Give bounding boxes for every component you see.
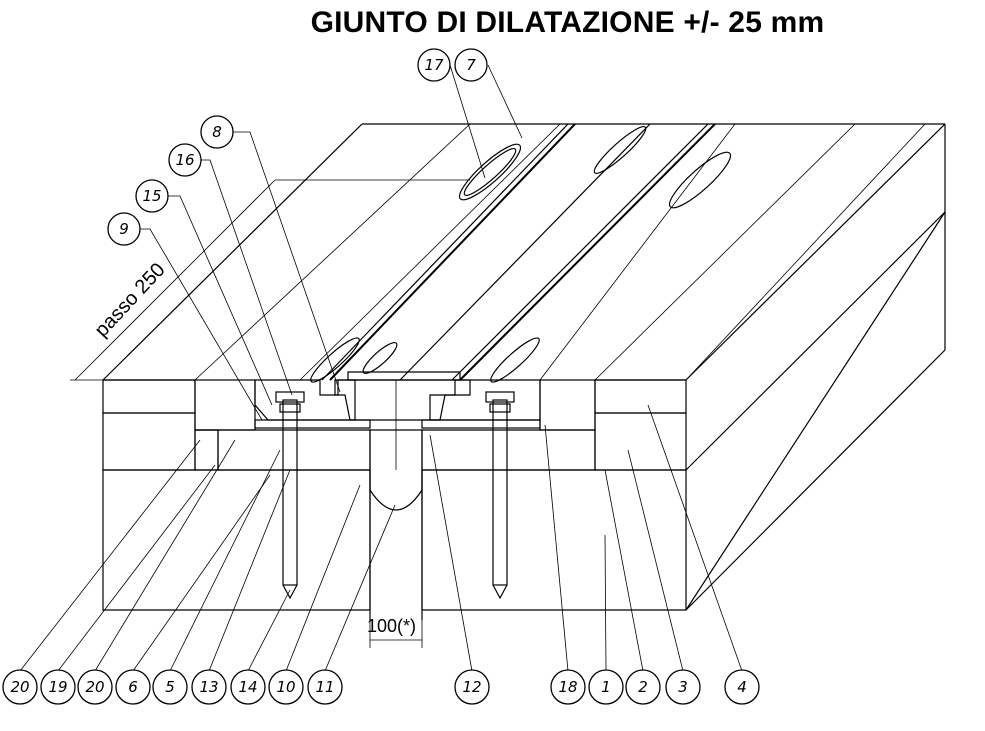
svg-text:14: 14 bbox=[238, 678, 257, 696]
svg-text:8: 8 bbox=[212, 123, 222, 141]
callout-1: 1 bbox=[588, 669, 624, 705]
gap-dimension: 100(*) bbox=[367, 610, 423, 648]
svg-text:1: 1 bbox=[601, 678, 611, 696]
callout-16: 16 bbox=[168, 143, 202, 177]
callout-13: 13 bbox=[191, 669, 227, 705]
leader-lines bbox=[19, 64, 743, 672]
callout-15: 15 bbox=[135, 179, 169, 213]
svg-text:9: 9 bbox=[119, 220, 129, 238]
callout-11: 11 bbox=[307, 669, 343, 705]
svg-text:15: 15 bbox=[142, 187, 161, 205]
callout-2: 2 bbox=[625, 669, 661, 705]
pitch-label: passo 250 bbox=[91, 259, 170, 342]
svg-text:19: 19 bbox=[48, 678, 67, 696]
svg-text:4: 4 bbox=[737, 678, 747, 696]
svg-text:18: 18 bbox=[558, 678, 577, 696]
svg-text:12: 12 bbox=[462, 678, 481, 696]
callout-9: 9 bbox=[107, 212, 141, 246]
callout-12: 12 bbox=[454, 669, 490, 705]
svg-text:16: 16 bbox=[175, 151, 194, 169]
pitch-dimension: passo 250 bbox=[70, 179, 470, 381]
svg-text:13: 13 bbox=[199, 678, 218, 696]
svg-text:10: 10 bbox=[276, 678, 295, 696]
svg-text:5: 5 bbox=[165, 678, 175, 696]
drawing-title: GIUNTO DI DILATAZIONE +/- 25 mm bbox=[310, 6, 825, 39]
svg-text:2: 2 bbox=[638, 678, 648, 696]
gap-dimension-label: 100(*) bbox=[367, 616, 416, 636]
svg-text:7: 7 bbox=[466, 56, 476, 74]
callout-18: 18 bbox=[550, 669, 586, 705]
callout-20-a: 20 bbox=[2, 669, 38, 705]
callout-3: 3 bbox=[665, 669, 701, 705]
callout-7: 7 bbox=[454, 48, 488, 82]
callout-5: 5 bbox=[152, 669, 188, 705]
callout-14: 14 bbox=[230, 669, 266, 705]
callout-20-b: 20 bbox=[77, 669, 113, 705]
svg-text:3: 3 bbox=[678, 678, 688, 696]
deck-top-surface bbox=[102, 123, 946, 611]
callout-8: 8 bbox=[200, 115, 234, 149]
svg-text:20: 20 bbox=[85, 678, 104, 696]
callout-10: 10 bbox=[268, 669, 304, 705]
svg-text:20: 20 bbox=[10, 678, 29, 696]
svg-text:6: 6 bbox=[128, 678, 138, 696]
cross-section bbox=[102, 371, 687, 620]
callout-6: 6 bbox=[115, 669, 151, 705]
svg-text:17: 17 bbox=[424, 56, 444, 74]
svg-text:11: 11 bbox=[315, 678, 334, 696]
callout-19: 19 bbox=[40, 669, 76, 705]
callout-17: 17 bbox=[417, 48, 451, 82]
callout-4: 4 bbox=[724, 669, 760, 705]
